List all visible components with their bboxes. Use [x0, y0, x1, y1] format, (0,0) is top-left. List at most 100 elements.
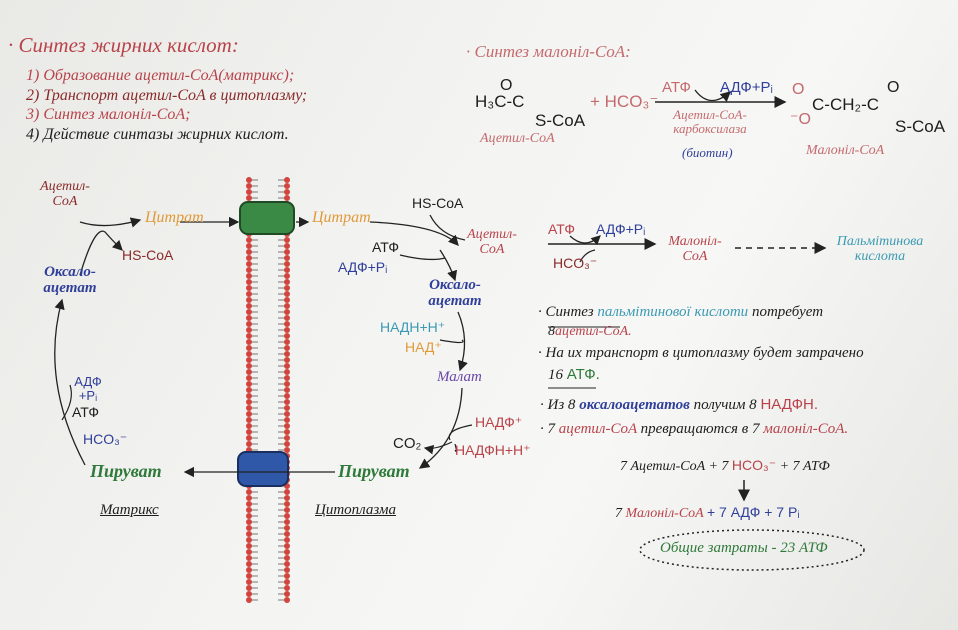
atp-cytoplasm: АТФ — [372, 239, 399, 255]
formula-part: O — [887, 79, 900, 96]
lipid-head — [284, 339, 290, 345]
lipid-head — [284, 297, 290, 303]
note-text: потребует — [751, 304, 824, 320]
lipid-head — [246, 561, 252, 567]
acetyl-coa-matrix: Ацетил-CoA — [40, 179, 90, 209]
malonyl-title: · Синтез малоніл-CoA: — [466, 42, 631, 61]
lipid-head — [246, 387, 252, 393]
note-2: · На их транспорт в цитоплазму будет зат… — [538, 345, 864, 361]
hco3-label: + HCO₃⁻ — [590, 92, 659, 111]
note-1: · Синтез пальмітинової кислоти потребует — [538, 304, 824, 321]
formula-part: ⁻O — [790, 111, 811, 128]
lipid-head — [246, 531, 252, 537]
lipid-head — [246, 267, 252, 273]
note-text: · 7 — [540, 421, 555, 437]
note-text: оксалоацетатов — [579, 397, 690, 413]
note-text: ацетил-CoA. — [555, 324, 632, 339]
outline-title: · Синтез жирних кислот: — [8, 33, 239, 57]
lipid-head — [246, 519, 252, 525]
nadh-label: НАДН+Н⁺ — [380, 319, 446, 335]
lipid-head — [284, 417, 290, 423]
nadp-label: НАДФ⁺ — [475, 414, 523, 430]
lipid-head — [246, 525, 252, 531]
lipid-head — [284, 513, 290, 519]
acetyl-coa-label: Ацетил-CoA — [480, 131, 555, 146]
lipid-head — [284, 255, 290, 261]
lipid-head — [284, 597, 290, 603]
lipid-head — [246, 489, 252, 495]
lipid-head — [284, 273, 290, 279]
lipid-head — [284, 441, 290, 447]
lipid-head — [284, 549, 290, 555]
lipid-head — [246, 543, 252, 549]
lipid-head — [284, 429, 290, 435]
citrate-matrix: Цитрат — [145, 209, 204, 226]
lipid-head — [246, 417, 252, 423]
atp-curve-arrow — [694, 89, 731, 102]
eq-text: Малоніл-CoA — [625, 506, 704, 521]
summary-equation-2: 7 Малоніл-CoA + 7 АДФ + 7 Pᵢ — [615, 505, 800, 522]
eq-text: + 7 АТФ — [779, 459, 830, 474]
formula-part: O — [792, 81, 805, 98]
eq-text: + 7 АДФ + 7 Pᵢ — [706, 504, 800, 520]
eq-text: HCO₃⁻ — [731, 457, 777, 473]
formula-part: O — [500, 77, 513, 94]
formula-part: S-CoA — [535, 111, 586, 130]
adp-label: АДФ+Pᵢ — [720, 79, 773, 96]
note-text: малоніл-CoA. — [763, 421, 849, 437]
lipid-head — [284, 561, 290, 567]
lipid-head — [246, 501, 252, 507]
lipid-head — [246, 255, 252, 261]
lipid-head — [284, 381, 290, 387]
total-cost: Общие затраты - 23 АТФ — [660, 540, 828, 556]
lipid-head — [284, 393, 290, 399]
lipid-head — [246, 585, 252, 591]
lipid-head — [246, 381, 252, 387]
lipid-head — [284, 537, 290, 543]
lipid-head — [246, 189, 252, 195]
palmitic-acid-label: Пальмітинова кислота — [836, 234, 924, 264]
lipid-head — [284, 243, 290, 249]
co2-label: CO₂ — [393, 435, 422, 452]
lipid-head — [246, 249, 252, 255]
lipid-head — [246, 555, 252, 561]
lipid-head — [246, 297, 252, 303]
lipid-head — [246, 321, 252, 327]
note-text: НАДФН. — [760, 396, 819, 413]
lipid-head — [284, 249, 290, 255]
hco3-matrix: HCO₃⁻ — [83, 431, 128, 447]
malonyl-coa-pathway: Малоніл-CoA — [668, 234, 722, 264]
adp-cytoplasm: АДФ+Pᵢ — [338, 259, 388, 275]
lipid-head — [246, 333, 252, 339]
lipid-head — [246, 411, 252, 417]
lipid-head — [284, 237, 290, 243]
lipid-head — [246, 495, 252, 501]
adp-pathway: АДФ+Pᵢ — [596, 221, 646, 237]
note-text: превращаются в 7 — [640, 421, 760, 437]
lipid-head — [284, 351, 290, 357]
note-text: АТФ. — [566, 366, 600, 383]
lipid-head — [246, 537, 252, 543]
atp-label: АТФ — [662, 79, 691, 96]
lipid-head — [284, 345, 290, 351]
citrate-transporter — [239, 201, 295, 235]
lipid-head — [284, 189, 290, 195]
lipid-head — [246, 363, 252, 369]
lipid-head — [284, 183, 290, 189]
cofactor-label: (биотин) — [682, 145, 733, 160]
lipid-head — [246, 441, 252, 447]
lipid-head — [284, 303, 290, 309]
lipid-head — [246, 315, 252, 321]
matrix-label: Матрикс — [100, 502, 159, 518]
adp-matrix: АДФ +Pᵢ — [74, 374, 102, 403]
lipid-head — [284, 315, 290, 321]
lipid-head — [246, 243, 252, 249]
lipid-head — [284, 531, 290, 537]
lipid-head — [284, 327, 290, 333]
lipid-head — [284, 411, 290, 417]
lipid-head — [284, 369, 290, 375]
lipid-head — [246, 195, 252, 201]
lipid-head — [284, 267, 290, 273]
lipid-head — [284, 435, 290, 441]
lipid-head — [246, 597, 252, 603]
